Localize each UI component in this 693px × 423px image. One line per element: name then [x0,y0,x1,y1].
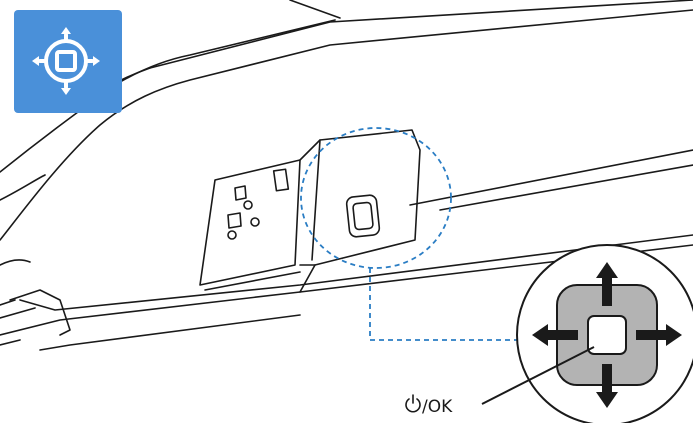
badge-background [14,10,122,113]
highlight-ring [300,127,452,269]
monitor-bezel-illustration [0,0,693,351]
joystick-badge [14,10,122,113]
joystick-center-button [587,315,627,355]
callout-highlight [300,127,520,341]
power-icon [405,394,421,413]
arrow-down-icon [596,364,618,408]
ok-label: /OK [422,397,453,417]
arrow-left-icon [532,324,578,346]
joystick-zoom [481,244,693,423]
power-ok-label: /OK [405,394,453,417]
ok-pointer-line [481,346,595,405]
arrow-up-icon [596,262,618,306]
joystick-navigation-icon [38,33,94,89]
direction-arrows [532,262,682,408]
arrow-right-icon [636,324,682,346]
leader-line [369,268,520,341]
